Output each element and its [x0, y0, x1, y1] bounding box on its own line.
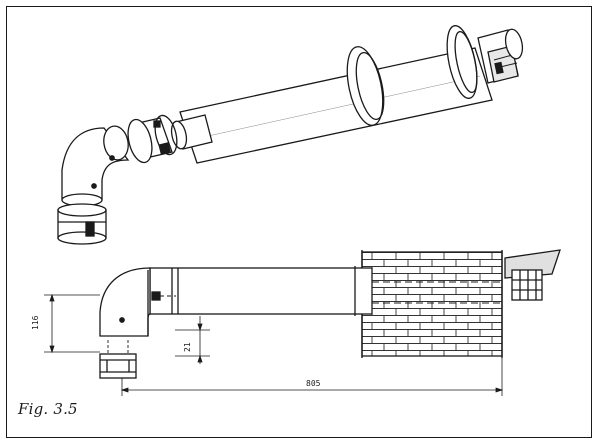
- figure-caption: Fig. 3.5: [18, 400, 78, 418]
- dimension-offset-label: 21: [183, 342, 192, 352]
- dimension-height-label: 116: [31, 315, 40, 330]
- exploded-isometric-view: [57, 25, 524, 245]
- brick-wall: [361, 250, 503, 358]
- dimension-length-label: 805: [306, 379, 321, 388]
- boiler-adaptor: [57, 203, 107, 245]
- side-elevation-view: [44, 249, 561, 396]
- terminal-cap: [477, 28, 524, 84]
- wall-flange-end: [446, 25, 478, 99]
- adaptor-side: [99, 340, 137, 379]
- clamp-ring: [127, 114, 178, 164]
- horizontal-pipe: [149, 266, 502, 316]
- inner-pipe-stub: [170, 114, 213, 150]
- elbow-bend: [61, 125, 130, 207]
- wall-flange-middle: [346, 46, 385, 126]
- elbow-side: [99, 267, 176, 337]
- terminal-side: [504, 249, 561, 301]
- long-pipe: [179, 47, 493, 164]
- dimension-lines: [44, 293, 504, 396]
